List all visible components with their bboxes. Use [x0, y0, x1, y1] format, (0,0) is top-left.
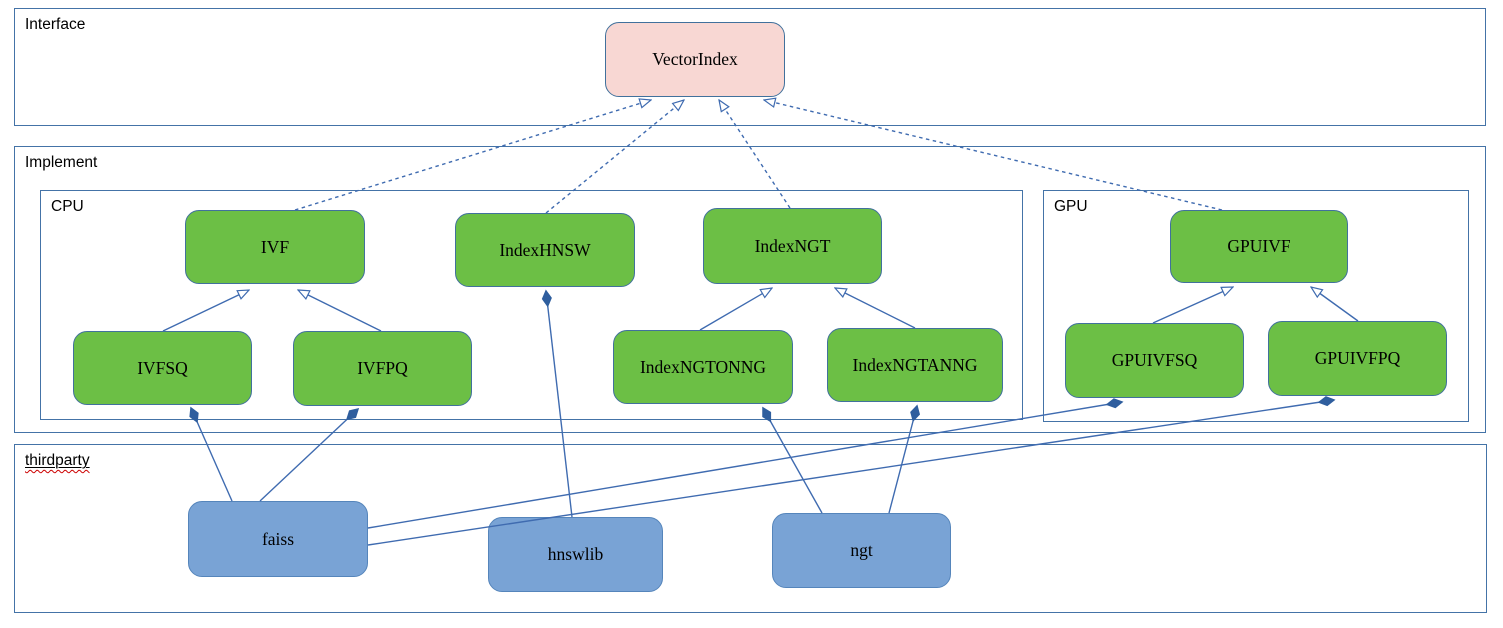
node-hnswlib[interactable]: hnswlib: [488, 517, 663, 592]
node-ivfsq-label: IVFSQ: [137, 357, 188, 378]
node-gpuivfsq[interactable]: GPUIVFSQ: [1065, 323, 1244, 398]
node-indexngt[interactable]: IndexNGT: [703, 208, 882, 284]
container-cpu-label: CPU: [51, 198, 84, 215]
container-gpu-label: GPU: [1054, 198, 1088, 215]
node-gpuivfsq-label: GPUIVFSQ: [1111, 350, 1198, 370]
container-interface-label: Interface: [25, 16, 86, 33]
node-indexhnsw[interactable]: IndexHNSW: [455, 213, 635, 287]
node-indexngtanng[interactable]: IndexNGTANNG: [827, 328, 1003, 402]
node-ivfpq-label: IVFPQ: [357, 358, 408, 378]
node-faiss-label: faiss: [261, 528, 295, 549]
node-ivfpq[interactable]: IVFPQ: [293, 331, 472, 406]
node-gpuivf-label: GPUIVF: [1227, 236, 1291, 256]
node-ngt-label: ngt: [850, 540, 873, 560]
node-indexhnsw-label: IndexHNSW: [499, 239, 591, 260]
node-ivf[interactable]: IVF: [185, 210, 365, 284]
node-indexngt-label: IndexNGT: [754, 235, 831, 256]
node-ngt[interactable]: ngt: [772, 513, 951, 588]
node-indexngtanng-label: IndexNGTANNG: [852, 354, 978, 375]
container-implement-label: Implement: [25, 154, 98, 171]
node-gpuivf[interactable]: GPUIVF: [1170, 210, 1348, 283]
node-vectorindex[interactable]: VectorIndex: [605, 22, 785, 97]
node-indexngtonng-label: IndexNGTONNG: [639, 356, 767, 377]
node-faiss[interactable]: faiss: [188, 501, 368, 577]
node-ivf-label: IVF: [260, 236, 290, 257]
container-thirdparty-label: thirdparty: [25, 452, 90, 470]
node-indexngtonng[interactable]: IndexNGTONNG: [613, 330, 793, 404]
node-gpuivfpq-label: GPUIVFPQ: [1314, 348, 1401, 368]
node-hnswlib-label: hnswlib: [547, 544, 604, 564]
node-vectorindex-label: VectorIndex: [652, 49, 738, 69]
node-ivfsq[interactable]: IVFSQ: [73, 331, 252, 405]
container-thirdparty-label-text: thirdparty: [25, 452, 90, 469]
node-gpuivfpq[interactable]: GPUIVFPQ: [1268, 321, 1447, 396]
